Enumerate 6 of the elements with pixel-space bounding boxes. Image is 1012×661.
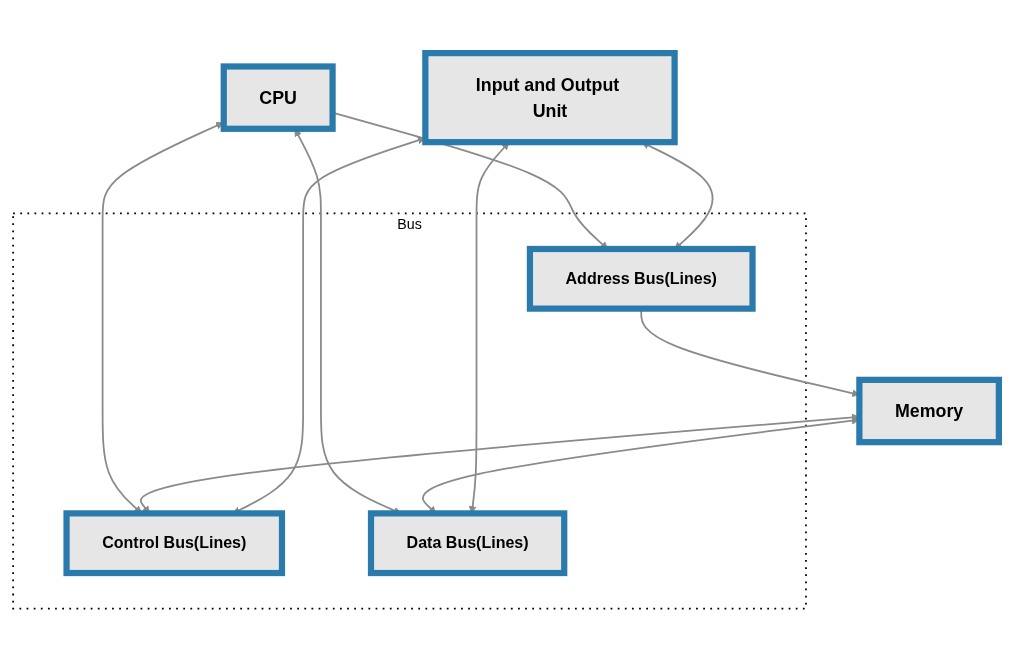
node-box: Address Bus(Lines) bbox=[526, 245, 756, 312]
node-box: Memory bbox=[856, 376, 1002, 445]
node-box: Data Bus(Lines) bbox=[367, 509, 568, 576]
node-box: Control Bus(Lines) bbox=[63, 509, 286, 576]
node-box: CPU bbox=[220, 62, 336, 132]
node-box: Input and Output Unit bbox=[422, 49, 678, 145]
